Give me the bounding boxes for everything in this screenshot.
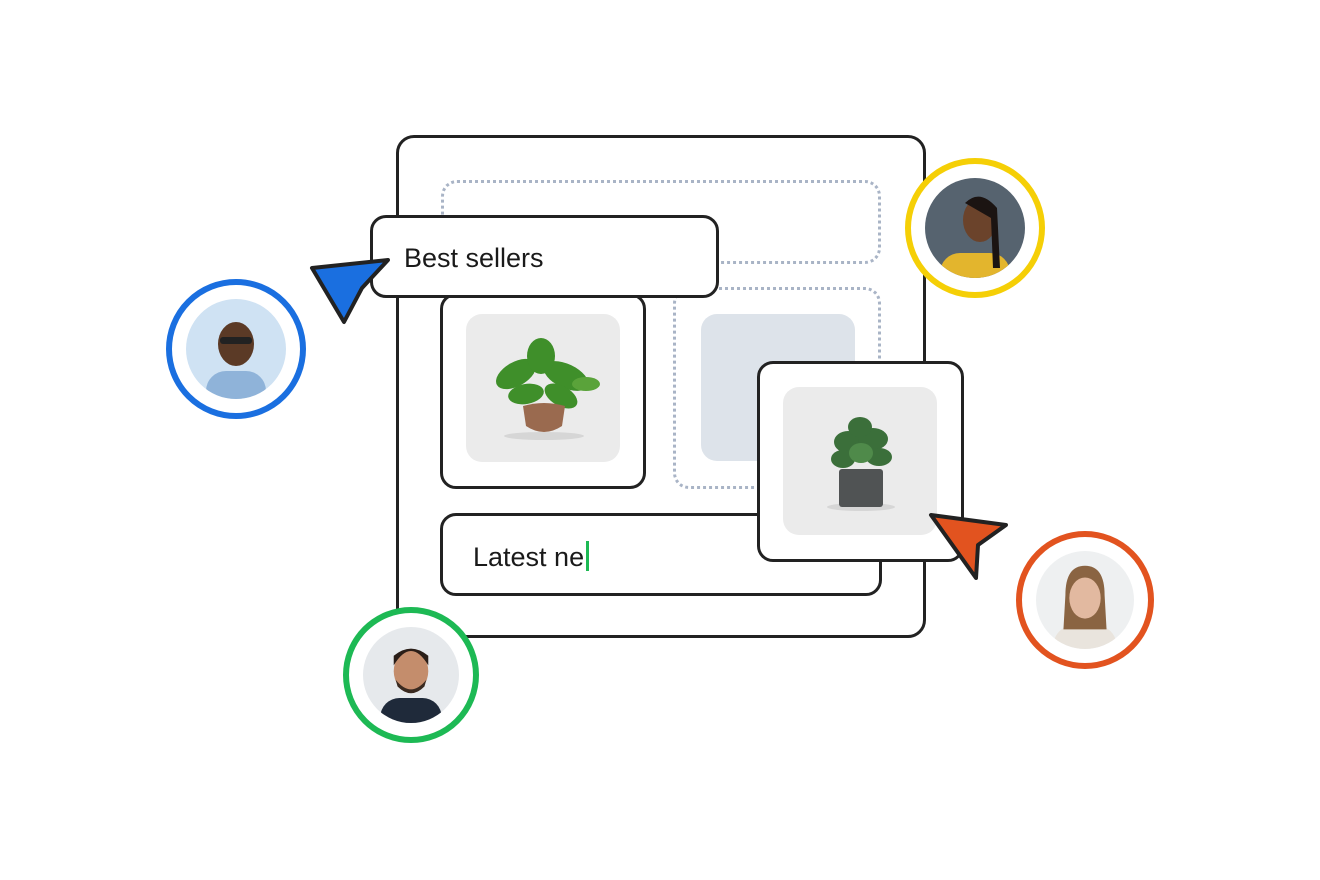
best-sellers-block[interactable]: Best sellers xyxy=(370,215,719,298)
product-card-1[interactable] xyxy=(440,293,646,489)
person-photo xyxy=(186,299,286,399)
person-photo xyxy=(363,627,459,723)
avatar-yellow-user[interactable] xyxy=(905,158,1045,298)
person-photo xyxy=(925,178,1025,278)
person-photo xyxy=(1036,551,1134,649)
orange-cursor-icon xyxy=(929,513,1008,580)
blue-cursor-icon xyxy=(310,258,390,324)
avatar-green-user[interactable] xyxy=(343,607,479,743)
latest-text-input[interactable]: Latest ne xyxy=(473,542,585,572)
plant-image xyxy=(466,314,620,462)
avatar-orange-user[interactable] xyxy=(1016,531,1154,669)
text-caret xyxy=(586,541,590,571)
best-sellers-label: Best sellers xyxy=(404,243,544,273)
plant-image xyxy=(783,387,937,535)
avatar-blue-user[interactable] xyxy=(166,279,306,419)
product-card-2[interactable] xyxy=(757,361,964,562)
